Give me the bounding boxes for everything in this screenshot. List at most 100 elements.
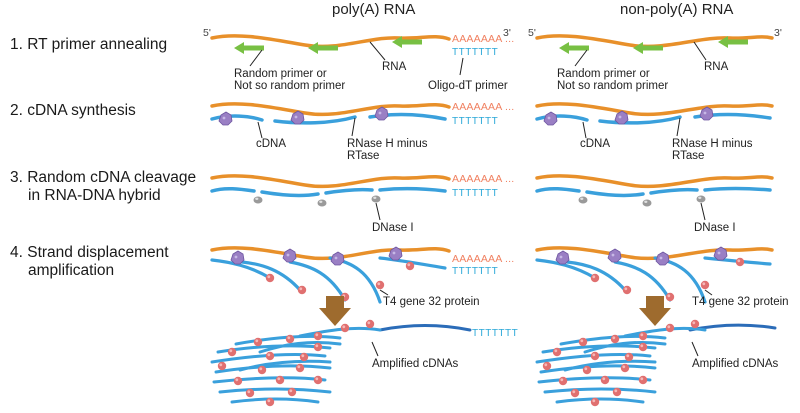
- polya-tail: AAAAAAA ...: [452, 101, 514, 113]
- t4-protein: [285, 334, 295, 344]
- leader-line: [369, 41, 386, 61]
- rna-strand: [210, 174, 451, 189]
- oligo-dt-primer: TTTTTTT: [452, 266, 498, 277]
- t4-protein: [245, 388, 255, 398]
- t4-protein: [542, 361, 552, 371]
- rnase-label: RNase H minus: [347, 138, 428, 150]
- rtase-enzyme: [543, 111, 558, 126]
- t4-protein: [638, 342, 648, 352]
- rtase-enzyme: [330, 251, 345, 266]
- primer-arrow: [559, 42, 589, 54]
- random-primer-label-line2: Not so random primer: [557, 80, 668, 92]
- t4-protein: [313, 375, 323, 385]
- leader-line: [582, 121, 587, 139]
- t4-protein: [375, 280, 385, 290]
- t4-protein: [638, 375, 648, 385]
- rtase-enzyme: [655, 251, 670, 266]
- t4-protein: [590, 351, 600, 361]
- oligo-dt-primer-label: Oligo-dT primer: [428, 80, 508, 92]
- cdna-label: cDNA: [580, 138, 610, 150]
- t4-protein: [299, 352, 309, 362]
- rna-label: RNA: [382, 61, 407, 73]
- cdna-strand: [210, 186, 447, 198]
- oligo-dt-primer: TTTTTTT: [452, 47, 498, 58]
- t4-protein: [665, 292, 675, 302]
- t4-protein: [313, 331, 323, 341]
- t4-protein: [287, 387, 297, 397]
- step-2-label: 2. cDNA synthesis: [10, 102, 136, 119]
- rna-strand: [535, 174, 774, 189]
- rna-strand: [535, 34, 774, 49]
- dnase-enzyme: [642, 199, 652, 207]
- t4-protein: [582, 365, 592, 375]
- t4-protein: [265, 397, 275, 407]
- t4-protein: [690, 319, 700, 329]
- five-prime-label: 5': [203, 27, 211, 39]
- t4-protein: [365, 319, 375, 329]
- random-primer-label: Random primer or: [557, 68, 650, 80]
- cdna-strand: [535, 186, 772, 198]
- leader-line: [379, 289, 389, 296]
- leader-line: [371, 341, 379, 357]
- t4-protein: [735, 257, 745, 267]
- oligo-dt-primer: TTTTTTT: [452, 188, 498, 199]
- t4-protein: [340, 323, 350, 333]
- t4-protein: [665, 323, 675, 333]
- three-prime-label: 3': [503, 27, 511, 39]
- t4-protein: [297, 285, 307, 295]
- leader-line: [676, 117, 681, 137]
- rtase-enzyme: [282, 248, 297, 263]
- t4-protein: [405, 261, 415, 271]
- step-4-label-line1: 4. Strand displacement: [10, 244, 169, 261]
- rtase-enzyme: [230, 250, 245, 265]
- rtase-enzyme: [555, 250, 570, 265]
- t4-protein: [552, 347, 562, 357]
- oligo-dt-primer: TTTTTTT: [472, 328, 518, 339]
- step-1-label: 1. RT primer annealing: [10, 36, 168, 53]
- polya-tail: AAAAAAA ...: [452, 33, 514, 45]
- cdna-label: cDNA: [256, 138, 286, 150]
- rna-strand: [535, 246, 774, 261]
- leader-line: [249, 49, 263, 67]
- leader-line: [351, 117, 356, 137]
- dnase-enzyme: [696, 195, 706, 203]
- t4-protein: [313, 342, 323, 352]
- amplified-cdna: [378, 324, 472, 332]
- leader-line: [691, 341, 699, 357]
- rna-strand: [210, 102, 451, 117]
- five-prime-label: 5': [528, 27, 536, 39]
- t4-protein: [227, 347, 237, 357]
- oligo-dt-primer: TTTTTTT: [452, 116, 498, 127]
- t4-protein: [217, 361, 227, 371]
- t4-protein: [265, 351, 275, 361]
- t4-protein: [612, 387, 622, 397]
- dnase-enzyme: [371, 195, 381, 203]
- rtase-enzyme: [607, 248, 622, 263]
- column-title-non-polya: non-poly(A) RNA: [620, 1, 733, 18]
- leader-line: [700, 202, 706, 221]
- rna-label: RNA: [704, 61, 729, 73]
- step-3-label-line1: 3. Random cDNA cleavage: [10, 169, 197, 186]
- rtase-enzyme: [218, 111, 233, 126]
- t4-protein: [638, 331, 648, 341]
- t4-protein: [558, 376, 568, 386]
- t4-protein: [233, 376, 243, 386]
- t4-protein: [622, 285, 632, 295]
- polya-tail: AAAAAAA ...: [452, 173, 514, 185]
- primer-arrow: [308, 42, 338, 54]
- t4-protein: [257, 365, 267, 375]
- t4-protein: [578, 337, 588, 347]
- displaced-cdna: [210, 256, 447, 304]
- random-primer-label-line2: Not so random primer: [234, 80, 345, 92]
- t4-protein: [590, 273, 600, 283]
- dnase-label: DNase I: [372, 222, 414, 234]
- rna-strand: [535, 102, 774, 117]
- t4-protein: [275, 375, 285, 385]
- rtase-label: RTase: [347, 150, 379, 162]
- t4-protein: [700, 280, 710, 290]
- dnase-enzyme: [578, 196, 588, 204]
- rnase-label: RNase H minus: [672, 138, 753, 150]
- t4-protein: [265, 273, 275, 283]
- dnase-label: DNase I: [694, 222, 736, 234]
- leader-line: [257, 121, 263, 139]
